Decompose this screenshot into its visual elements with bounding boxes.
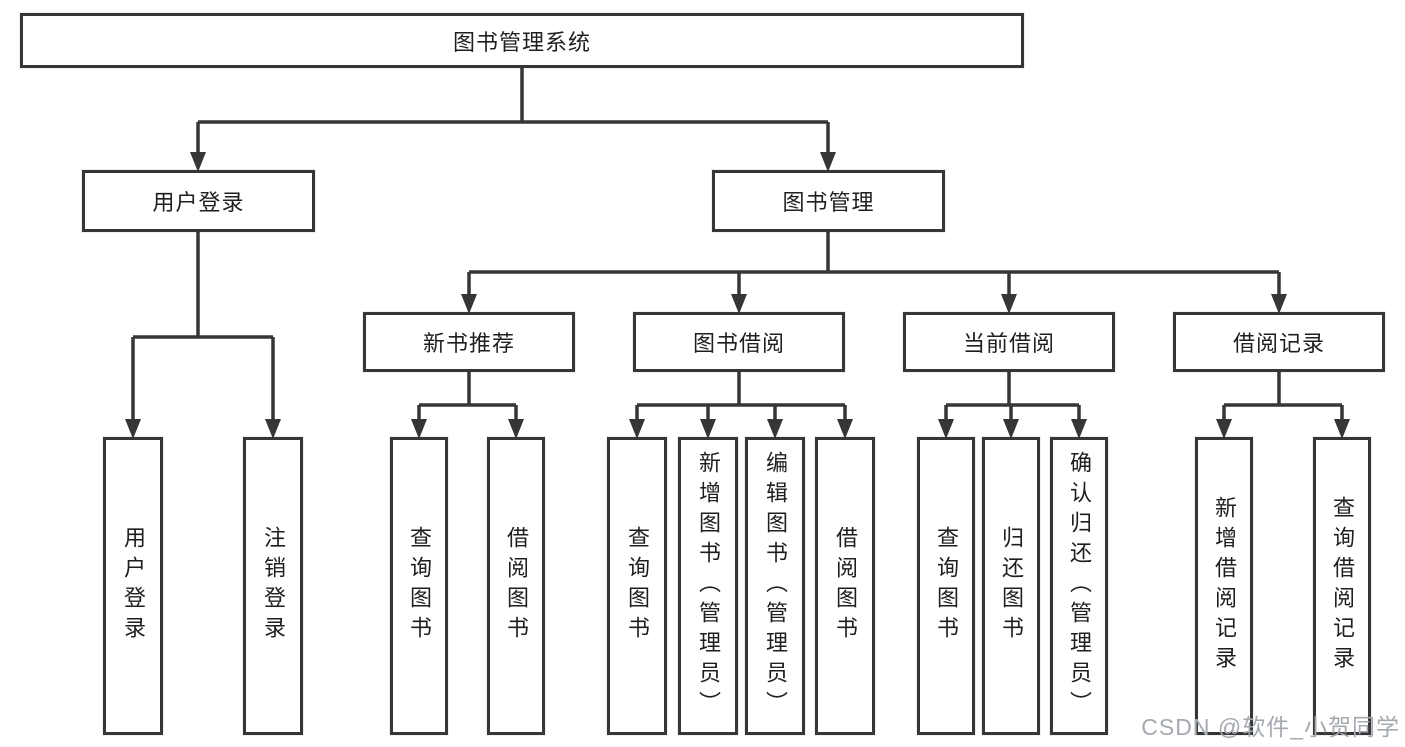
leaf-bb-add-book-admin: 新增图书（管理员） <box>678 437 738 735</box>
arrowheads-leaves <box>125 419 1350 439</box>
node-new-book-recommendation: 新书推荐 <box>363 312 575 372</box>
leaf-cb-confirm-return-admin: 确认归还（管理员） <box>1050 437 1108 735</box>
node-book-borrowing: 图书借阅 <box>633 312 845 372</box>
leaf-br-query-record: 查询借阅记录 <box>1313 437 1371 735</box>
leaf-br-add-record: 新增借阅记录 <box>1195 437 1253 735</box>
leaf-user-login: 用户登录 <box>103 437 163 735</box>
node-borrowing-records: 借阅记录 <box>1173 312 1385 372</box>
leaf-bb-borrow-books: 借阅图书 <box>815 437 875 735</box>
node-book-management: 图书管理 <box>712 170 945 232</box>
leaf-cb-return-books: 归还图书 <box>982 437 1040 735</box>
leaf-logout: 注销登录 <box>243 437 303 735</box>
leaf-bb-edit-book-admin: 编辑图书（管理员） <box>745 437 805 735</box>
arrowheads-level3 <box>461 294 1287 314</box>
node-library-system: 图书管理系统 <box>20 13 1024 68</box>
leaf-bb-query-books: 查询图书 <box>607 437 667 735</box>
arrowheads-level2 <box>190 152 836 172</box>
csdn-watermark: CSDN @软件_小贺同学 <box>1141 714 1400 740</box>
node-user-login: 用户登录 <box>82 170 315 232</box>
leaf-nb-query-books: 查询图书 <box>390 437 448 735</box>
node-current-borrowing: 当前借阅 <box>903 312 1115 372</box>
leaf-cb-query-books: 查询图书 <box>917 437 975 735</box>
leaf-nb-borrow-books: 借阅图书 <box>487 437 545 735</box>
